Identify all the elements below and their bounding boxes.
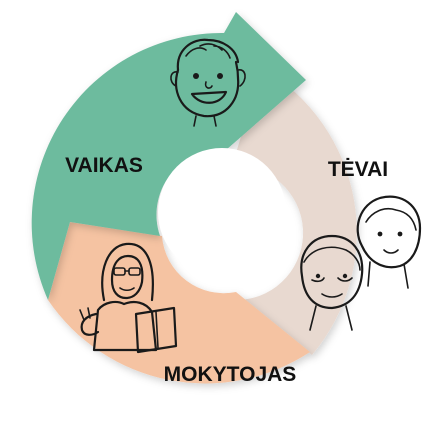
- child-face-icon: [170, 38, 246, 127]
- label-vaikas: VAIKAS: [65, 154, 143, 177]
- parents-faces-icon: [300, 195, 422, 331]
- label-mokytojas: MOKYTOJAS: [164, 363, 297, 386]
- teacher-reading-icon: [79, 242, 178, 354]
- center-hole: [158, 148, 286, 276]
- label-tevai: TĖVAI: [328, 158, 388, 181]
- segment-tevai: [232, 68, 357, 355]
- segment-mokytojas: [48, 222, 310, 384]
